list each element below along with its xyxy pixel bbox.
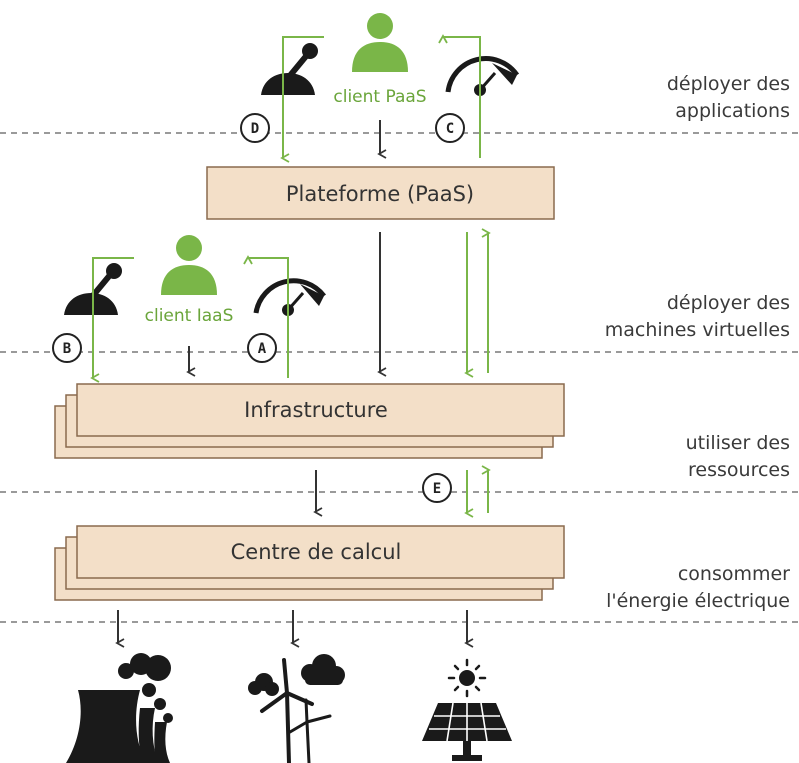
svg-text:E: E bbox=[433, 481, 441, 497]
badge-d: D bbox=[240, 113, 270, 143]
svg-text:C: C bbox=[446, 121, 454, 137]
side-label-apps-2: applications bbox=[675, 100, 790, 122]
gauge-icon bbox=[445, 56, 520, 96]
badge-c: C bbox=[435, 113, 465, 143]
wind-turbine-icon bbox=[248, 654, 345, 763]
iaas-user-icon bbox=[161, 235, 217, 295]
iaas-layer-box: Infrastructure bbox=[54, 383, 565, 459]
datacenter-layer-label: Centre de calcul bbox=[231, 540, 402, 564]
paas-client-label: client PaaS bbox=[333, 87, 426, 107]
badge-b: B bbox=[52, 333, 82, 363]
solar-panel-icon bbox=[422, 658, 512, 761]
side-label-res-1: utiliser des bbox=[686, 432, 790, 454]
svg-text:B: B bbox=[63, 341, 71, 357]
gauge-a-green-arrow bbox=[243, 255, 289, 378]
svg-text:D: D bbox=[251, 121, 259, 137]
nuclear-plant-icon bbox=[66, 653, 173, 763]
badge-e: E bbox=[422, 473, 452, 503]
side-labels: déployer des applications déployer des m… bbox=[605, 73, 790, 612]
svg-text:A: A bbox=[258, 341, 267, 357]
gauge-icon bbox=[253, 278, 327, 316]
lever-d-green-arrow bbox=[280, 36, 324, 163]
layer-separators bbox=[0, 132, 799, 623]
side-label-res-2: ressources bbox=[688, 459, 790, 481]
iaas-client-label: client IaaS bbox=[145, 306, 234, 326]
paas-user-icon bbox=[352, 13, 408, 72]
datacenter-layer-box: Centre de calcul bbox=[54, 525, 565, 601]
side-label-apps-1: déployer des bbox=[667, 73, 790, 95]
lever-icon bbox=[64, 263, 122, 315]
side-label-energy-1: consommer bbox=[678, 563, 790, 585]
lever-b-green-arrow bbox=[90, 257, 134, 383]
side-label-energy-2: l'énergie électrique bbox=[606, 590, 790, 612]
iaas-layer-label: Infrastructure bbox=[244, 398, 388, 422]
side-label-vms-1: déployer des bbox=[667, 292, 790, 314]
lever-icon bbox=[261, 43, 318, 95]
gauge-c-green-arrow bbox=[438, 34, 481, 158]
paas-layer-box: Plateforme (PaaS) bbox=[206, 166, 555, 220]
side-label-vms-2: machines virtuelles bbox=[605, 319, 790, 341]
paas-layer-label: Plateforme (PaaS) bbox=[286, 182, 474, 206]
badge-a: A bbox=[247, 333, 277, 363]
